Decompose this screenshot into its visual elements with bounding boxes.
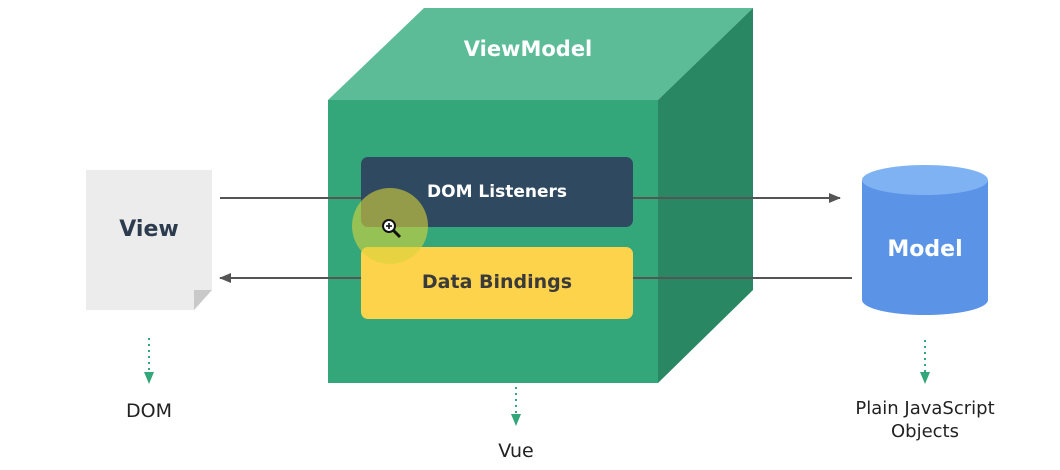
dom-listeners-box (361, 157, 633, 227)
cylinder-top (862, 165, 988, 195)
view-page-shape (86, 170, 212, 310)
viewmodel-cube (328, 8, 753, 383)
view-page-fold (194, 290, 212, 310)
viewmodel-title: ViewModel (463, 37, 593, 61)
dom-listeners-label: DOM Listeners (427, 182, 567, 202)
view-node (86, 170, 212, 310)
view-title: View (119, 217, 179, 242)
model-title: Model (887, 237, 963, 262)
dom-caption: DOM (126, 400, 172, 422)
cube-side-face (658, 8, 753, 383)
model-cylinder (862, 165, 988, 315)
model-caption: Plain JavaScript Objects (855, 398, 995, 442)
data-bindings-label: Data Bindings (421, 271, 573, 293)
zoom-in-icon (382, 219, 402, 239)
vue-caption: Vue (498, 440, 534, 462)
cube-top-face (328, 8, 753, 100)
cylinder-body (862, 180, 988, 315)
data-bindings-box (361, 247, 633, 319)
